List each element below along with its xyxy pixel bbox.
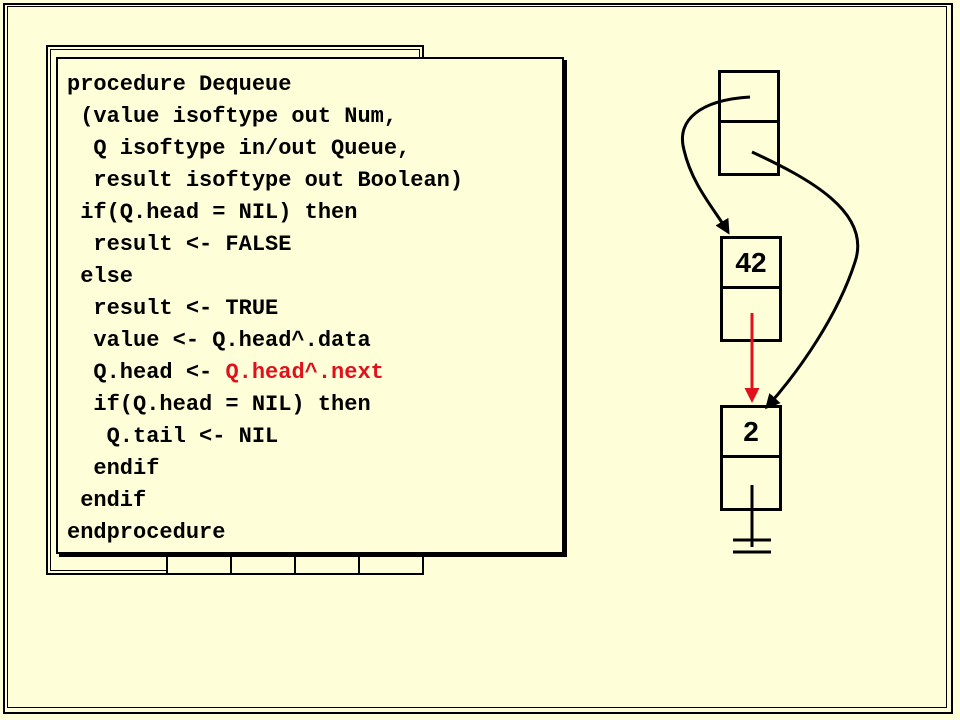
code-line: else xyxy=(67,264,134,289)
code-line: if(Q.head = NIL) then xyxy=(67,200,358,225)
code-line: procedure Dequeue xyxy=(67,72,292,97)
code-line: Q isoftype in/out Queue, xyxy=(67,136,411,161)
code-line-prefix: Q.head <- xyxy=(67,360,226,385)
head-pointer-arrow xyxy=(681,95,751,235)
code-line: result isoftype out Boolean) xyxy=(67,168,464,193)
code-line: (value isoftype out Num, xyxy=(67,104,398,129)
node-data: 2 xyxy=(723,408,779,458)
code-line-highlighted: Q.head <- Q.head^.next xyxy=(67,357,463,389)
outer-frame xyxy=(3,3,953,714)
code-line: endprocedure xyxy=(67,520,226,545)
queue-record xyxy=(718,70,780,176)
cell-divider xyxy=(294,537,296,573)
node-data: 42 xyxy=(723,239,779,289)
code-line: result <- FALSE xyxy=(67,232,292,257)
cell-divider xyxy=(230,537,232,573)
nil-ground-symbol xyxy=(733,485,771,554)
cell-divider xyxy=(358,537,360,573)
code-line: endif xyxy=(67,488,147,513)
code-line: endif xyxy=(67,456,160,481)
code-line: if(Q.head = NIL) then xyxy=(67,392,371,417)
highlighted-expression: Q.head^.next xyxy=(225,360,384,385)
code-panel: procedure Dequeue (value isoftype out Nu… xyxy=(56,57,564,554)
tail-pointer-arrow xyxy=(751,150,860,410)
code-line: result <- TRUE xyxy=(67,296,279,321)
code-line: Q.tail <- NIL xyxy=(67,424,279,449)
dequeue-code: procedure Dequeue (value isoftype out Nu… xyxy=(67,69,463,549)
head-field xyxy=(721,73,777,123)
inner-frame xyxy=(7,6,947,708)
code-line: value <- Q.head^.data xyxy=(67,328,371,353)
